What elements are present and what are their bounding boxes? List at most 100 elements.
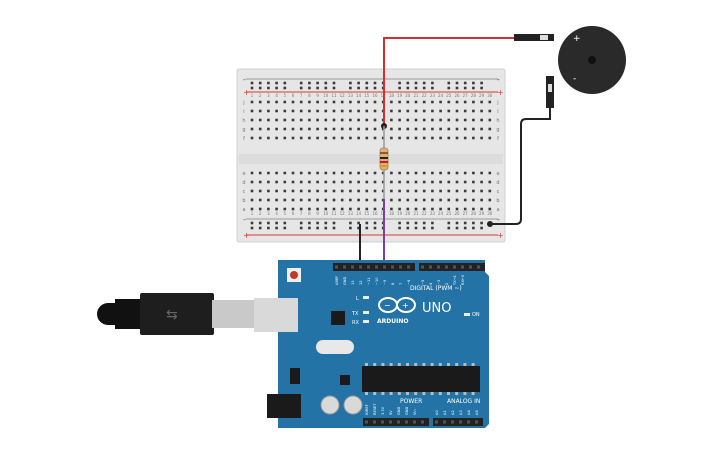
breadboard-hole[interactable]: [463, 127, 467, 131]
breadboard-hole[interactable]: [308, 171, 311, 175]
breadboard-hole[interactable]: [488, 180, 492, 184]
breadboard-hole[interactable]: [267, 180, 270, 184]
rail-hole[interactable]: [373, 81, 377, 85]
breadboard-hole[interactable]: [332, 180, 336, 184]
rail-hole[interactable]: [365, 86, 369, 90]
breadboard-hole[interactable]: [431, 127, 434, 131]
header-hole[interactable]: [445, 265, 448, 269]
breadboard-hole[interactable]: [340, 171, 344, 175]
breadboard-hole[interactable]: [275, 100, 278, 104]
rail-hole[interactable]: [406, 81, 410, 85]
rail-hole[interactable]: [357, 226, 360, 230]
breadboard-hole[interactable]: [488, 127, 492, 131]
header-hole[interactable]: [399, 265, 402, 269]
breadboard-hole[interactable]: [275, 118, 278, 122]
breadboard-hole[interactable]: [422, 180, 426, 184]
breadboard-hole[interactable]: [414, 180, 418, 184]
rail-hole[interactable]: [308, 226, 311, 230]
breadboard-hole[interactable]: [324, 136, 328, 140]
breadboard-hole[interactable]: [324, 118, 328, 122]
rail-hole[interactable]: [463, 226, 467, 230]
breadboard-hole[interactable]: [406, 118, 410, 122]
breadboard-hole[interactable]: [480, 109, 483, 113]
breadboard-hole[interactable]: [365, 198, 369, 202]
rail-hole[interactable]: [480, 81, 483, 85]
breadboard-hole[interactable]: [463, 198, 467, 202]
header-hole[interactable]: [383, 265, 386, 269]
rail-hole[interactable]: [258, 81, 262, 85]
breadboard-hole[interactable]: [250, 118, 254, 122]
breadboard-hole[interactable]: [488, 189, 492, 193]
breadboard-hole[interactable]: [332, 189, 336, 193]
rail-hole[interactable]: [431, 221, 434, 225]
breadboard-hole[interactable]: [431, 100, 434, 104]
rail-hole[interactable]: [447, 221, 451, 225]
breadboard-hole[interactable]: [283, 136, 287, 140]
breadboard-hole[interactable]: [447, 118, 451, 122]
header-hole[interactable]: [451, 420, 454, 424]
breadboard-hole[interactable]: [267, 127, 270, 131]
breadboard-hole[interactable]: [398, 198, 401, 202]
breadboard-hole[interactable]: [365, 118, 369, 122]
breadboard-hole[interactable]: [340, 198, 344, 202]
rail-hole[interactable]: [332, 221, 336, 225]
rail-hole[interactable]: [308, 81, 311, 85]
breadboard-hole[interactable]: [398, 136, 401, 140]
breadboard-hole[interactable]: [455, 189, 459, 193]
breadboard-hole[interactable]: [373, 136, 377, 140]
breadboard-hole[interactable]: [463, 136, 467, 140]
breadboard-hole[interactable]: [488, 100, 492, 104]
breadboard-hole[interactable]: [422, 100, 426, 104]
breadboard-hole[interactable]: [439, 171, 442, 175]
breadboard-hole[interactable]: [455, 109, 459, 113]
breadboard-hole[interactable]: [431, 171, 434, 175]
breadboard-hole[interactable]: [308, 198, 311, 202]
breadboard-hole[interactable]: [349, 207, 352, 211]
rail-hole[interactable]: [267, 81, 270, 85]
rail-hole[interactable]: [447, 86, 451, 90]
breadboard-hole[interactable]: [381, 171, 385, 175]
rail-hole[interactable]: [472, 86, 475, 90]
rail-hole[interactable]: [299, 81, 303, 85]
breadboard-hole[interactable]: [299, 118, 303, 122]
breadboard-hole[interactable]: [390, 189, 393, 193]
breadboard-hole[interactable]: [324, 127, 328, 131]
breadboard-hole[interactable]: [365, 189, 369, 193]
breadboard-hole[interactable]: [316, 118, 319, 122]
breadboard-hole[interactable]: [463, 171, 467, 175]
header-hole[interactable]: [467, 420, 470, 424]
rail-hole[interactable]: [299, 86, 303, 90]
breadboard-hole[interactable]: [349, 198, 352, 202]
header-hole[interactable]: [435, 420, 438, 424]
breadboard-hole[interactable]: [381, 127, 385, 131]
breadboard-hole[interactable]: [447, 207, 451, 211]
breadboard-hole[interactable]: [422, 171, 426, 175]
breadboard-hole[interactable]: [258, 207, 262, 211]
breadboard-hole[interactable]: [365, 127, 369, 131]
rail-hole[interactable]: [275, 86, 278, 90]
header-hole[interactable]: [429, 265, 432, 269]
breadboard-hole[interactable]: [291, 100, 295, 104]
breadboard-hole[interactable]: [381, 180, 385, 184]
header-hole[interactable]: [365, 420, 368, 424]
breadboard-hole[interactable]: [488, 118, 492, 122]
breadboard-hole[interactable]: [472, 198, 475, 202]
rail-hole[interactable]: [283, 226, 287, 230]
breadboard-hole[interactable]: [258, 100, 262, 104]
rail-hole[interactable]: [332, 81, 336, 85]
breadboard-hole[interactable]: [472, 189, 475, 193]
breadboard-hole[interactable]: [316, 189, 319, 193]
breadboard-hole[interactable]: [463, 100, 467, 104]
rail-hole[interactable]: [472, 226, 475, 230]
breadboard-hole[interactable]: [447, 198, 451, 202]
breadboard-hole[interactable]: [258, 189, 262, 193]
rail-hole[interactable]: [414, 221, 418, 225]
breadboard-hole[interactable]: [291, 180, 295, 184]
breadboard-hole[interactable]: [373, 171, 377, 175]
breadboard-hole[interactable]: [349, 180, 352, 184]
breadboard-hole[interactable]: [406, 198, 410, 202]
breadboard-hole[interactable]: [398, 171, 401, 175]
breadboard-hole[interactable]: [332, 171, 336, 175]
breadboard-hole[interactable]: [431, 118, 434, 122]
breadboard-hole[interactable]: [258, 118, 262, 122]
